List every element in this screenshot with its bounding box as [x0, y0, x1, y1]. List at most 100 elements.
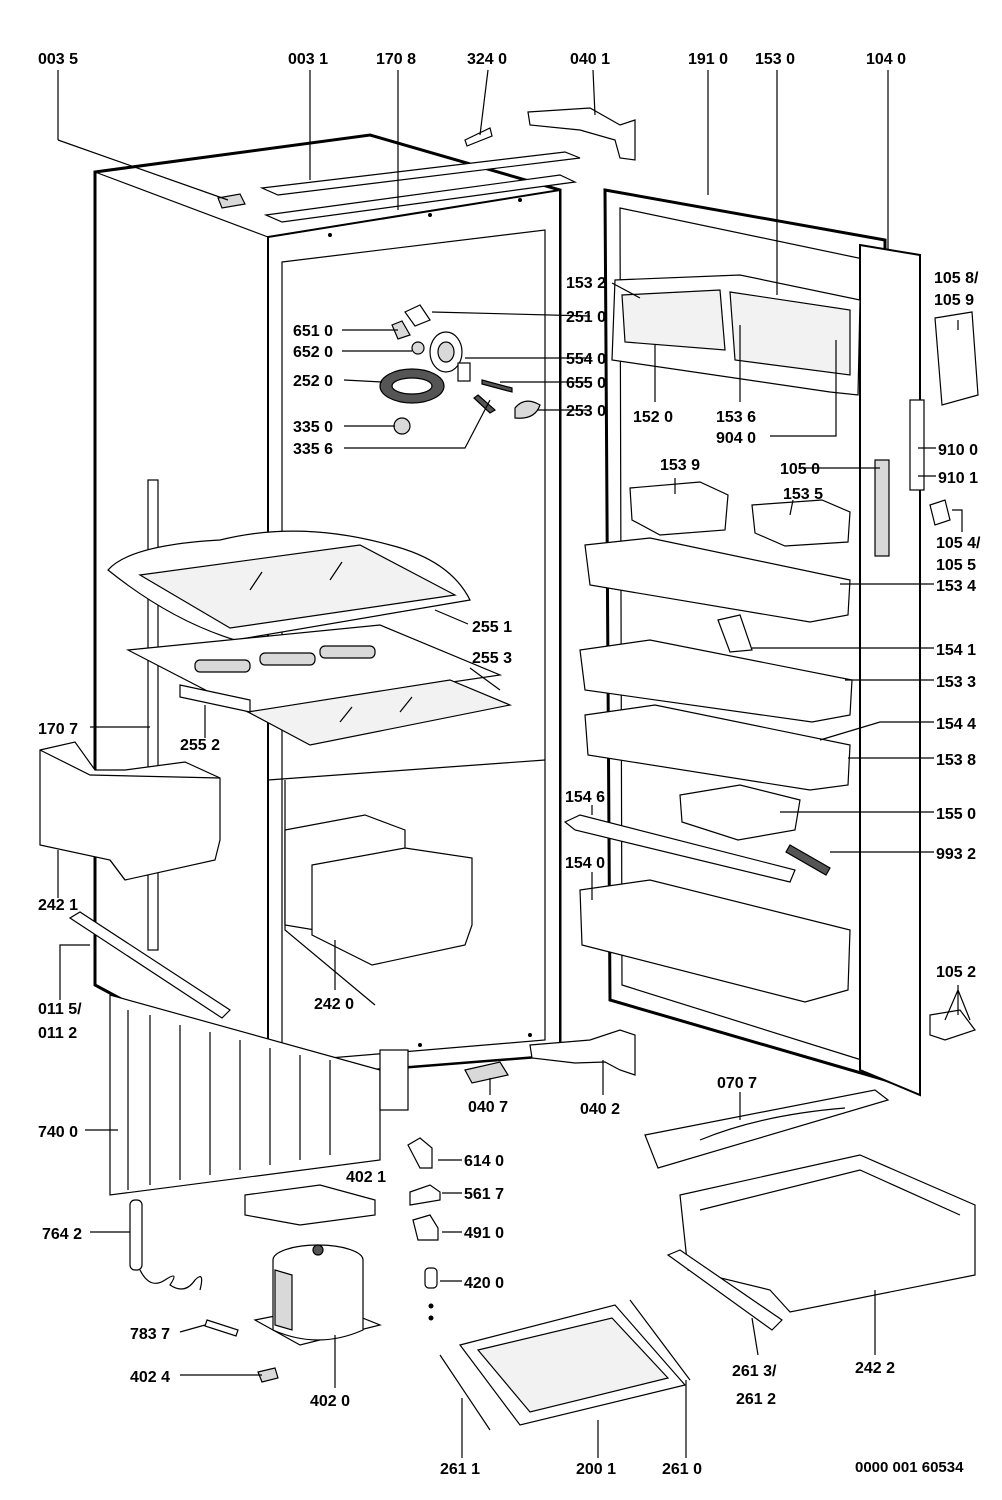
callout-1708: 170 8 — [376, 51, 416, 68]
callout-1534: 153 4 — [936, 578, 976, 595]
crossbar-0115 — [68, 911, 231, 1019]
callout-0402: 040 2 — [580, 1101, 620, 1118]
callout-2613: 261 3/ — [732, 1363, 777, 1380]
callout-0031: 003 1 — [288, 51, 328, 68]
callout-1538: 153 8 — [936, 752, 976, 769]
callout-1707: 170 7 — [38, 721, 78, 738]
callout-2611: 261 1 — [440, 1461, 480, 1478]
callout-2421: 242 1 — [38, 897, 78, 914]
tray-2001 — [439, 1299, 691, 1431]
callout-0401: 040 1 — [570, 51, 610, 68]
callout-2510: 251 0 — [566, 309, 606, 326]
callout-5617: 561 7 — [464, 1186, 504, 1203]
callout-2553: 255 3 — [472, 650, 512, 667]
callout-1550: 155 0 — [936, 806, 976, 823]
callout-0407: 040 7 — [468, 1099, 508, 1116]
callout-0115: 011 5/ — [38, 1001, 82, 1018]
callout-9100: 910 0 — [938, 442, 978, 459]
callout-1535: 153 5 — [783, 486, 823, 503]
hinge-0402 — [529, 1029, 636, 1076]
callout-1910: 191 0 — [688, 51, 728, 68]
callout-9040: 904 0 — [716, 430, 756, 447]
top-cover-strip — [259, 151, 581, 223]
door-bin-1534 — [584, 537, 851, 623]
callout-4024: 402 4 — [130, 1369, 170, 1386]
callout-2530: 253 0 — [566, 403, 606, 420]
rail-2613 — [666, 1249, 783, 1331]
door-bin-1538 — [584, 704, 851, 791]
callout-2422: 242 2 — [855, 1360, 895, 1377]
glass-shelf-2551 — [107, 530, 471, 641]
callout-1040: 104 0 — [866, 51, 906, 68]
callout-7642: 764 2 — [42, 1226, 82, 1243]
callout-6510: 651 0 — [293, 323, 333, 340]
callout-1532: 153 2 — [566, 275, 606, 292]
hinge-1052 — [929, 1009, 976, 1041]
shelf-2553 — [125, 624, 513, 746]
drawer-2422 — [679, 1154, 976, 1313]
callout-2610: 261 0 — [662, 1461, 702, 1478]
document-number: 0000 001 60534 — [855, 1459, 964, 1476]
callout-1052: 105 2 — [936, 964, 976, 981]
module-1058 — [934, 311, 979, 406]
bar-1546 — [563, 814, 796, 883]
callout-2420: 242 0 — [314, 996, 354, 1013]
callout-7400: 740 0 — [38, 1124, 78, 1141]
callout-1059: 105 9 — [934, 292, 974, 309]
bracket-4021 — [244, 1184, 376, 1226]
callout-4021: 402 1 — [346, 1169, 386, 1186]
capillary-7642 — [129, 1199, 203, 1291]
callout-1539: 153 9 — [660, 457, 700, 474]
door-bin-1540 — [579, 879, 851, 1003]
callout-2612: 261 2 — [736, 1391, 776, 1408]
callout-3240: 324 0 — [467, 51, 507, 68]
callout-5540: 554 0 — [566, 351, 606, 368]
callout-1546: 154 6 — [565, 789, 605, 806]
small-parts — [204, 1137, 441, 1383]
callout-1058: 105 8/ — [934, 270, 979, 287]
hinge-0407 — [464, 1061, 509, 1084]
callout-0112: 011 2 — [38, 1025, 77, 1042]
hinge-0401 — [527, 107, 636, 161]
callout-3356: 335 6 — [293, 441, 333, 458]
callout-1050: 105 0 — [780, 461, 820, 478]
callout-6550: 655 0 — [566, 375, 606, 392]
callout-2552: 255 2 — [180, 737, 220, 754]
callout-7837: 783 7 — [130, 1326, 170, 1343]
butter-box-1535 — [751, 499, 851, 547]
callout-2520: 252 0 — [293, 373, 333, 390]
callout-0035: 003 5 — [38, 51, 78, 68]
clip-1541 — [717, 614, 753, 653]
bracket-3240 — [464, 127, 493, 147]
dairy-compartment-1532 — [611, 274, 861, 396]
callout-0707: 070 7 — [717, 1075, 757, 1092]
butter-box-1539 — [629, 481, 729, 536]
callout-9932: 993 2 — [936, 846, 976, 863]
leader-lines — [57, 69, 971, 1458]
callout-1520: 152 0 — [633, 409, 673, 426]
callout-4020: 402 0 — [310, 1393, 350, 1410]
switch-9100 — [909, 399, 925, 491]
callout-1544: 154 4 — [936, 716, 976, 733]
callout-1055: 105 5 — [936, 557, 976, 574]
clip-0035 — [217, 193, 246, 209]
callout-2001: 200 1 — [576, 1461, 616, 1478]
callout-6520: 652 0 — [293, 344, 333, 361]
door-bin-1533 — [579, 639, 853, 723]
callout-4200: 420 0 — [464, 1275, 504, 1292]
part-1054 — [929, 499, 951, 526]
drawer-2420 — [284, 814, 473, 966]
part-9932 — [785, 844, 831, 876]
callout-4910: 491 0 — [464, 1225, 504, 1242]
callout-1530: 153 0 — [755, 51, 795, 68]
drawer-2421 — [39, 741, 221, 881]
thermostat-cluster — [379, 304, 541, 435]
egg-tray-1550 — [679, 784, 801, 841]
callout-1540: 154 0 — [565, 855, 605, 872]
callout-2551: 255 1 — [472, 619, 512, 636]
callout-9101: 910 1 — [938, 470, 978, 487]
callout-3350: 335 0 — [293, 419, 333, 436]
condenser-7400 — [109, 994, 409, 1196]
compressor-4020 — [253, 1244, 382, 1346]
